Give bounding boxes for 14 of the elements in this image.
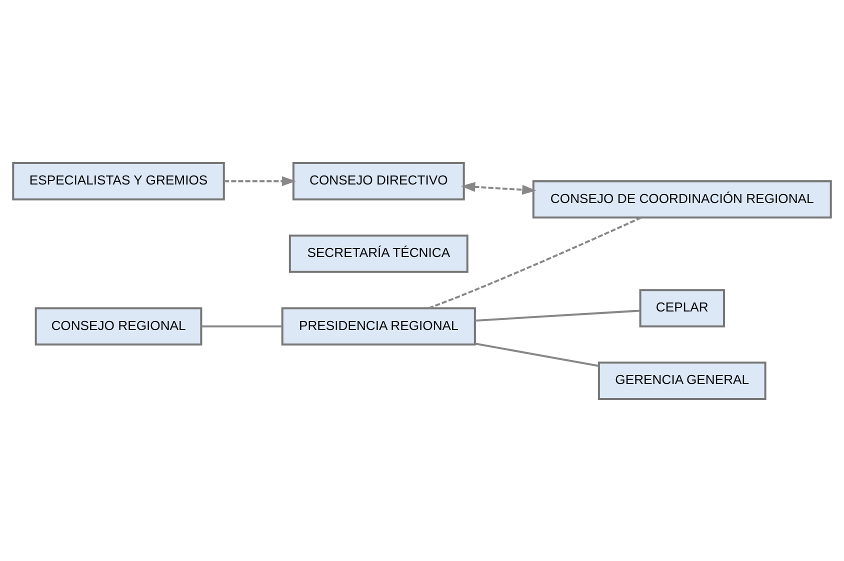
node-box: CONSEJO DIRECTIVO [292, 162, 465, 200]
connector [202, 324, 282, 327]
node-box: ESPECIALISTAS Y GREMIOS [12, 162, 225, 200]
node-box: CEPLAR [639, 288, 725, 327]
connector [474, 309, 640, 322]
connector [428, 216, 642, 309]
node-box: CONSEJO REGIONAL [34, 306, 202, 346]
node-box: CONSEJO DE COORDINACIÓN REGIONAL [532, 180, 832, 218]
arrow [460, 182, 536, 194]
connector [474, 342, 599, 366]
node-box: SECRETARÍA TÉCNICA [288, 234, 468, 272]
arrow [224, 176, 296, 186]
node-box: PRESIDENCIA REGIONAL [281, 306, 476, 346]
node-box: GERENCIA GENERAL [598, 361, 766, 400]
